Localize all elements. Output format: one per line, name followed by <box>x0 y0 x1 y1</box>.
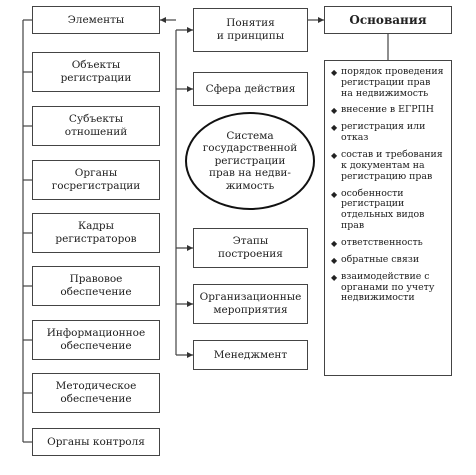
information-support-box: Информационное обеспечение <box>32 320 160 360</box>
bases-item: ◆регистрация или отказ <box>331 121 426 144</box>
organizational-measures-box: Организационные мероприятия <box>193 284 308 324</box>
bases-item: ◆обратные связи <box>331 253 420 265</box>
bases-item: ◆особенности регистрации отдельных видов… <box>331 187 425 231</box>
bullet-icon: ◆ <box>331 123 338 133</box>
concepts-principles-box: Понятия и принципы <box>193 8 308 52</box>
bases-item: ◆состав и требования к документам на рег… <box>331 149 443 182</box>
bullet-icon: ◆ <box>331 255 338 265</box>
bullet-icon: ◆ <box>331 151 338 161</box>
bases-item: ◆взаимодействие с органами по учету недв… <box>331 270 435 304</box>
registration-bodies-box: Органы госрегистрации <box>32 160 160 200</box>
bases-title-box: Основания <box>324 6 452 34</box>
management-box: Менеджмент <box>193 340 308 370</box>
system-ellipse: Система государственной регистрации прав… <box>185 112 315 210</box>
objects-box: Объекты регистрации <box>32 52 160 92</box>
registrar-staff-box: Кадры регистраторов <box>32 213 160 253</box>
bases-item: ◆внесение в ЕГРПН <box>331 104 434 116</box>
bullet-icon: ◆ <box>331 106 338 116</box>
bullet-icon: ◆ <box>331 238 338 248</box>
bases-list: ◆порядок проведения регистрации прав на … <box>324 60 452 376</box>
legal-support-box: Правовое обеспечение <box>32 266 160 306</box>
scope-box: Сфера действия <box>193 72 308 106</box>
bullet-icon: ◆ <box>331 189 338 199</box>
bases-item: ◆порядок проведения регистрации прав на … <box>331 66 444 99</box>
bases-item: ◆ответственность <box>331 236 423 248</box>
methodical-support-box: Методическое обеспечение <box>32 373 160 413</box>
bullet-icon: ◆ <box>331 272 338 282</box>
elements-box: Элементы <box>32 6 160 34</box>
bullet-icon: ◆ <box>331 68 338 77</box>
subjects-box: Субъекты отношений <box>32 106 160 146</box>
construction-stages-box: Этапы построения <box>193 228 308 268</box>
control-bodies-box: Органы контроля <box>32 428 160 456</box>
